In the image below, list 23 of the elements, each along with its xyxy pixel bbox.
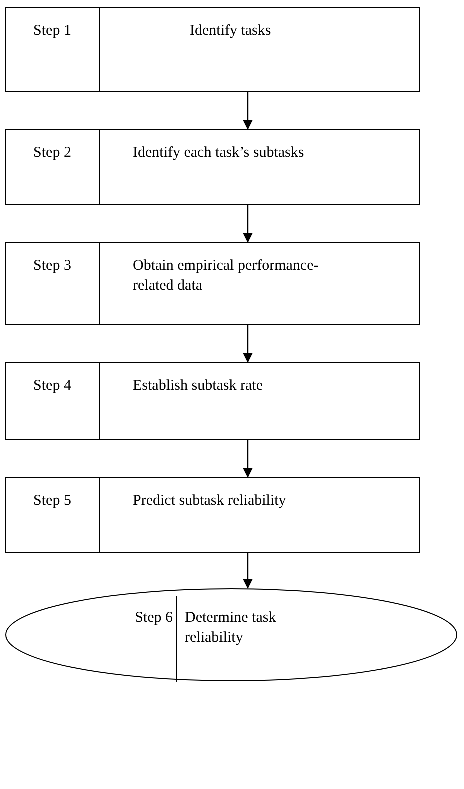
arrow bbox=[243, 553, 253, 589]
step-label: Step 5 bbox=[32, 492, 72, 511]
step-description: Establish subtask rate bbox=[133, 377, 264, 396]
step-label: Step 4 bbox=[32, 377, 72, 396]
step-label: Step 6 bbox=[134, 609, 173, 628]
step-label: Step 3 bbox=[32, 257, 72, 276]
arrow bbox=[243, 440, 253, 478]
process-box bbox=[5, 129, 420, 205]
step-description: Identify each task’s subtasks bbox=[133, 144, 306, 163]
terminal-ellipse bbox=[5, 588, 458, 682]
process-box bbox=[5, 7, 420, 92]
step-label: Step 1 bbox=[32, 22, 72, 41]
arrow bbox=[243, 325, 253, 363]
step-description: Obtain empirical performance-related data bbox=[133, 257, 320, 296]
process-box bbox=[5, 477, 420, 553]
arrow bbox=[243, 92, 253, 130]
step-description: Identify tasks bbox=[190, 22, 272, 41]
step-description: Determine task reliability bbox=[185, 609, 278, 648]
arrow bbox=[243, 205, 253, 243]
process-box bbox=[5, 242, 420, 325]
step-label: Step 2 bbox=[32, 144, 72, 163]
process-box bbox=[5, 362, 420, 440]
step-description: Predict subtask reliability bbox=[133, 492, 288, 511]
